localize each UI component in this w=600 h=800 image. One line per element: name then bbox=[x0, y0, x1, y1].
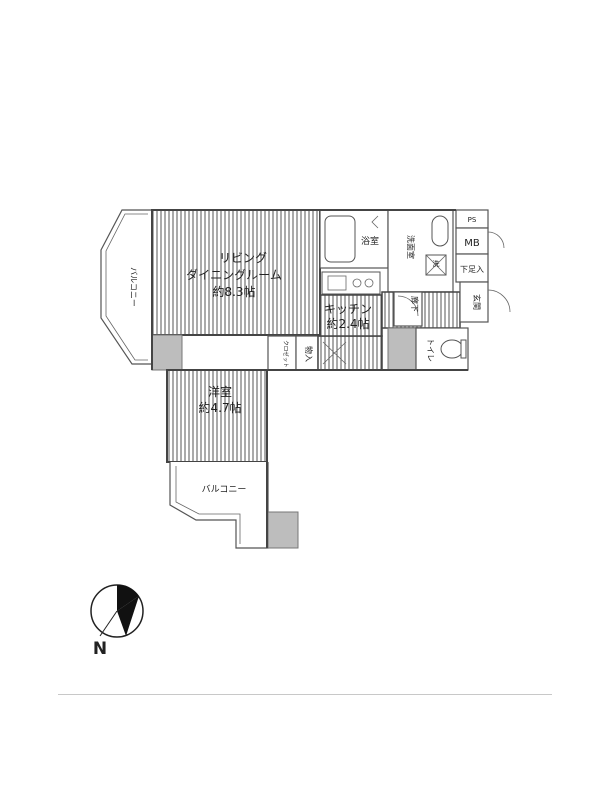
compass-north-label: N bbox=[93, 639, 107, 659]
toilet-area bbox=[415, 327, 469, 371]
living-dining-room bbox=[151, 209, 321, 336]
structural-column bbox=[151, 334, 183, 371]
closet-label: クロゼット bbox=[282, 340, 290, 368]
hallway-area bbox=[381, 291, 461, 329]
bath-label: 浴室 bbox=[361, 235, 379, 247]
shoe-box-label: 下足入 bbox=[460, 265, 484, 274]
compass-needle-icon bbox=[117, 584, 139, 611]
structural-column bbox=[387, 327, 417, 371]
compass: N bbox=[90, 584, 144, 659]
kitchen-label: キッチン bbox=[324, 302, 372, 316]
page-divider bbox=[58, 694, 552, 695]
kitchen-area bbox=[319, 271, 383, 337]
storage-label: 物入 bbox=[304, 346, 314, 362]
compass-needle-shadow-icon bbox=[117, 596, 139, 636]
outer-walls bbox=[151, 209, 468, 548]
washroom-area bbox=[387, 209, 454, 293]
closet-area bbox=[267, 335, 383, 371]
balcony-west-label: バルコニー bbox=[129, 267, 138, 307]
meter-box-label: MB bbox=[464, 238, 480, 249]
kitchen-size: 約2.4帖 bbox=[326, 316, 369, 331]
balcony-south-label: バルコニー bbox=[202, 484, 247, 495]
balcony-west bbox=[100, 209, 152, 365]
balcony-south bbox=[169, 462, 299, 549]
washroom-label: 洗面室 bbox=[406, 235, 416, 259]
living-room-label-line1: リビング bbox=[219, 251, 267, 265]
living-room-size: 約8.3帖 bbox=[212, 284, 255, 299]
service-area bbox=[455, 209, 511, 323]
western-room bbox=[166, 369, 268, 463]
western-room-label: 洋室 bbox=[208, 384, 232, 399]
western-room-size: 約4.7帖 bbox=[198, 400, 241, 415]
entrance-label: 玄関 bbox=[472, 294, 482, 310]
living-room-label-line2: ダイニングルーム bbox=[186, 267, 282, 282]
bath-area bbox=[319, 209, 389, 269]
washer-label: 洗 bbox=[433, 259, 440, 268]
hallway-label: 廊下 bbox=[410, 296, 420, 312]
pipe-space-label: PS bbox=[468, 216, 477, 224]
toilet-label: トイレ bbox=[426, 338, 435, 362]
